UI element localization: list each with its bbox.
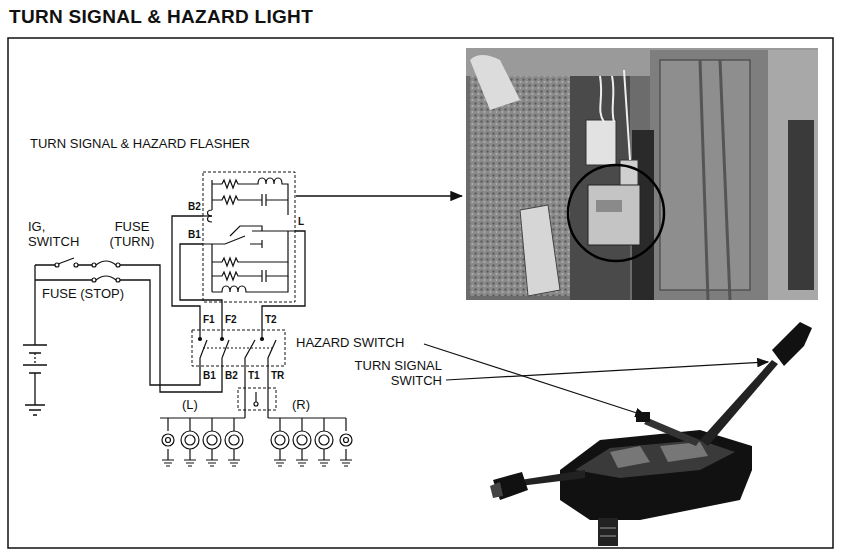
lamp-symbol [203, 431, 221, 449]
side-label: (R) [292, 398, 310, 413]
lamp-filament [344, 438, 349, 443]
part-name: IG, SWITCH [28, 220, 86, 250]
lamp-filament [229, 435, 239, 445]
pin-name: TR [271, 370, 284, 382]
lamp-symbol [225, 431, 243, 449]
lamp-filament [185, 435, 195, 445]
pin-name: B2 [225, 370, 238, 382]
switch-assembly [490, 322, 812, 546]
lamp-symbol [271, 431, 289, 449]
part-name: TURN SIGNAL & HAZARD FLASHER [30, 137, 250, 152]
lamp-filament [166, 438, 171, 443]
lamp-wire [162, 418, 174, 466]
callout-label: TURN SIGNAL SWITCH [302, 359, 442, 389]
photo [466, 48, 818, 300]
lamp-wire [340, 418, 352, 466]
lamp-filament [275, 435, 285, 445]
part-name: FUSE (TURN) [102, 220, 162, 250]
pin-name: L [298, 216, 304, 228]
lamp-filament [297, 435, 307, 445]
side-label: (L) [182, 398, 198, 413]
lamp-symbol [162, 434, 174, 446]
callout-label: HAZARD SWITCH [296, 336, 404, 351]
lamp-symbol [340, 434, 352, 446]
pin-name: B2 [188, 201, 201, 213]
pin-name: T2 [265, 314, 277, 326]
lamp-filament [207, 435, 217, 445]
diagram-title: TURN SIGNAL & HAZARD LIGHT [9, 6, 313, 28]
lamp-symbol [181, 431, 199, 449]
pin-name: F2 [225, 314, 237, 326]
pin-name: B1 [203, 370, 216, 382]
lamp-symbol [293, 431, 311, 449]
pin-name: B1 [188, 229, 201, 241]
pin-name: T1 [248, 370, 260, 382]
part-name: FUSE (STOP) [42, 287, 124, 302]
pin-name: F1 [203, 314, 215, 326]
lamp-symbol [315, 431, 333, 449]
lamp-filament [319, 435, 329, 445]
